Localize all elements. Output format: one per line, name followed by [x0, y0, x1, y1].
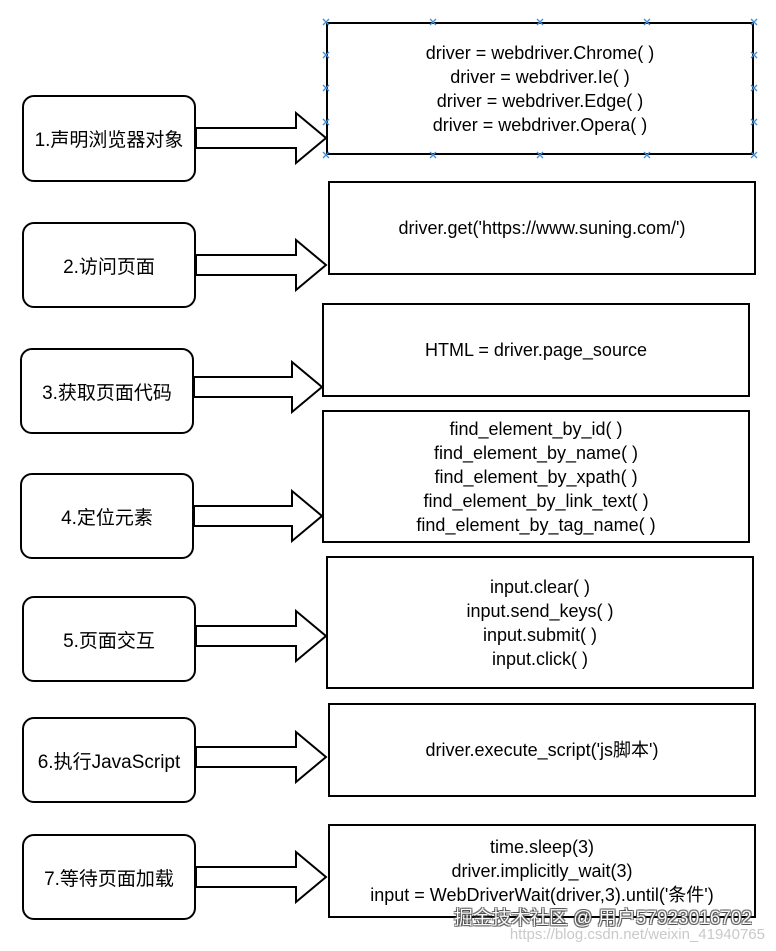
step-label: 6.执行JavaScript: [37, 751, 181, 773]
step-box-5: 5.页面交互: [22, 596, 196, 682]
code-line: find_element_by_name( ): [433, 442, 639, 463]
selection-handle-icon: [322, 84, 330, 92]
watermark-juejin: 掘金技术社区 @ 用户57923016702: [453, 908, 752, 929]
code-line: find_element_by_tag_name( ): [416, 514, 656, 535]
code-line: driver.implicitly_wait(3): [451, 861, 633, 881]
selection-handle-icon: [750, 84, 758, 92]
arrow-shape: [195, 729, 328, 785]
code-line: input = WebDriverWait(driver,3).until('条…: [370, 885, 714, 905]
code-line: input.clear( ): [489, 576, 591, 597]
code-line: driver = webdriver.Chrome( ): [425, 42, 655, 63]
step-label: 5.页面交互: [63, 630, 155, 652]
selection-handle-icon: [643, 18, 651, 26]
watermark-csdn-url: https://blog.csdn.net/weixin_41940765: [509, 926, 765, 943]
arrow-2-icon: [195, 237, 328, 293]
code-line: driver = webdriver.Edge( ): [436, 90, 644, 111]
selection-handle-icon: [322, 118, 330, 126]
arrow-7-icon: [195, 849, 328, 905]
code-line: input.click( ): [491, 648, 589, 669]
arrow-6-icon: [195, 729, 328, 785]
step-box-4: 4.定位元素: [20, 473, 194, 559]
step-box-6: 6.执行JavaScript: [22, 717, 196, 803]
step-label: 7.等待页面加载: [44, 868, 174, 890]
code-box-5: input.clear( ) input.send_keys( ) input.…: [326, 556, 754, 689]
step-label: 2.访问页面: [63, 256, 155, 278]
code-line: time.sleep(3): [489, 837, 595, 857]
code-line: HTML = driver.page_source: [425, 340, 647, 360]
selection-handle-icon: [750, 18, 758, 26]
code-box-6: driver.execute_script('js脚本'): [328, 703, 756, 797]
selection-handle-icon: [322, 18, 330, 26]
step-label: 3.获取页面代码: [42, 382, 172, 404]
code-line: driver = webdriver.Ie( ): [450, 66, 630, 87]
selection-handle-icon: [750, 151, 758, 159]
code-box-1: driver = webdriver.Chrome( ) driver = we…: [326, 22, 754, 155]
code-box-4: find_element_by_id( ) find_element_by_na…: [322, 410, 750, 543]
arrow-shape: [195, 849, 328, 905]
selection-handle-icon: [750, 118, 758, 126]
arrow-5-icon: [195, 608, 328, 664]
selection-handle-icon: [643, 151, 651, 159]
step-box-3: 3.获取页面代码: [20, 348, 194, 434]
arrow-1-icon: [195, 110, 328, 166]
code-box-2: driver.get('https://www.suning.com/'): [328, 181, 756, 275]
arrow-shape: [195, 237, 328, 293]
code-line: input.send_keys( ): [466, 600, 614, 621]
code-line: input.submit( ): [482, 624, 598, 645]
selection-handle-icon: [322, 151, 330, 159]
code-line: find_element_by_xpath( ): [434, 466, 638, 487]
code-line: driver.execute_script('js脚本'): [425, 740, 659, 760]
step-label: 4.定位元素: [61, 507, 153, 529]
selection-handle-icon: [429, 18, 437, 26]
arrow-shape: [195, 608, 328, 664]
selection-handle-icon: [322, 51, 330, 59]
arrow-shape: [193, 359, 324, 415]
arrow-shape: [193, 488, 324, 544]
arrow-4-icon: [193, 488, 324, 544]
code-box-3: HTML = driver.page_source: [322, 303, 750, 397]
selection-handle-icon: [750, 51, 758, 59]
code-line: driver.get('https://www.suning.com/'): [398, 218, 686, 238]
selection-handle-icon: [429, 151, 437, 159]
arrow-3-icon: [193, 359, 324, 415]
code-box-7: time.sleep(3) driver.implicitly_wait(3) …: [328, 824, 756, 918]
selection-handle-icon: [536, 18, 544, 26]
selection-handles: [322, 18, 758, 159]
step-box-2: 2.访问页面: [22, 222, 196, 308]
code-line: find_element_by_link_text( ): [423, 490, 649, 511]
code-line: find_element_by_id( ): [449, 418, 623, 439]
code-line: driver = webdriver.Opera( ): [432, 114, 648, 135]
step-box-7: 7.等待页面加载: [22, 834, 196, 920]
selection-handle-icon: [536, 151, 544, 159]
step-label: 1.声明浏览器对象: [34, 130, 184, 151]
arrow-shape: [195, 110, 328, 166]
step-box-1: 1.声明浏览器对象: [22, 95, 196, 182]
